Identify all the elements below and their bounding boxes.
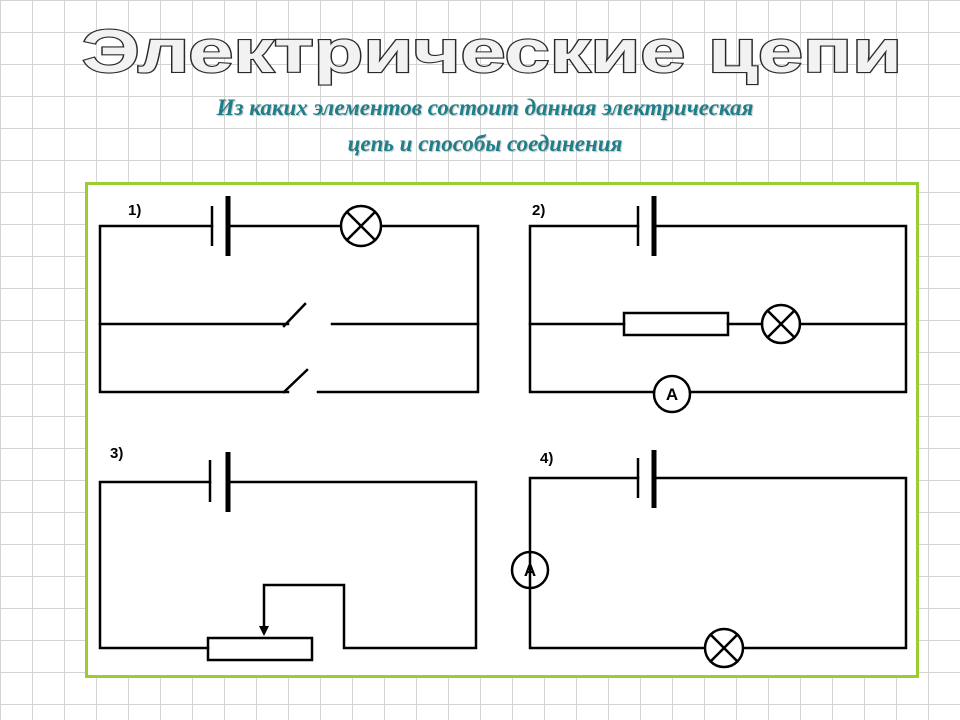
circuit-3-wires [98, 480, 478, 650]
page-title-text: Электрические цепи [82, 18, 902, 85]
resistor-symbol [622, 311, 730, 337]
rheostat-symbol [206, 636, 314, 662]
ammeter-symbol: A [652, 374, 692, 414]
circuit-4: 4) A [510, 450, 908, 669]
switch-symbol [282, 302, 307, 328]
question-subtitle: Из каких элементов состоит данная электр… [80, 90, 890, 162]
page-title: Электрические цепи [0, 0, 960, 92]
circuit-3-label: 3) [110, 445, 123, 462]
circuit-1: 1) [98, 196, 480, 394]
ammeter-label: A [666, 385, 678, 404]
lamp-symbol [339, 204, 383, 248]
lamp-symbol [703, 627, 745, 669]
circuit-1-label: 1) [128, 202, 141, 219]
switch-symbol [282, 368, 309, 394]
circuit-2-wires [528, 224, 908, 394]
circuit-4-wires [528, 476, 908, 650]
subtitle-line-2: цепь и способы соединения [347, 131, 623, 156]
lamp-symbol [760, 303, 802, 345]
ammeter-label: A [524, 561, 536, 580]
circuit-1-wires [98, 224, 480, 394]
battery-symbol [636, 196, 657, 256]
slider-arrow-icon [259, 626, 269, 636]
battery-symbol [210, 196, 231, 256]
subtitle-line-1: Из каких элементов состоит данная электр… [216, 95, 754, 120]
battery-symbol [208, 452, 231, 512]
battery-symbol [636, 450, 657, 508]
circuits-diagram: 1) 2) [98, 196, 908, 669]
circuit-2-label: 2) [532, 202, 545, 219]
circuit-2: 2) A [528, 196, 908, 414]
page-title-graphic: Электрические цепи [81, 17, 903, 86]
circuit-3: 3) [98, 445, 478, 662]
ammeter-symbol: A [510, 550, 550, 590]
circuits-panel: 1) 2) [85, 182, 919, 678]
circuit-4-label: 4) [540, 450, 553, 467]
